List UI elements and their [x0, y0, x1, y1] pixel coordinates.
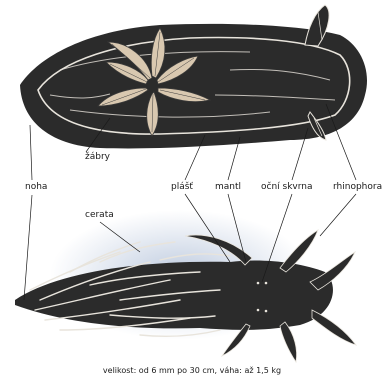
- label-noha: noha: [24, 182, 48, 192]
- top-nudibranch: [20, 5, 367, 148]
- label-plast: plášť: [170, 182, 194, 192]
- footer-size-weight: velikost: od 6 mm po 30 cm, váha: až 1,5…: [0, 366, 384, 375]
- bottom-nudibranch: [15, 210, 356, 362]
- label-cerata: cerata: [84, 210, 115, 220]
- leader-noha: [24, 125, 32, 300]
- label-rhinophora: rhinophora: [332, 182, 383, 192]
- label-zabry: žábry: [84, 152, 111, 162]
- label-mantl: mantl: [214, 182, 242, 192]
- label-ocni-skvrna: oční skvrna: [260, 182, 314, 192]
